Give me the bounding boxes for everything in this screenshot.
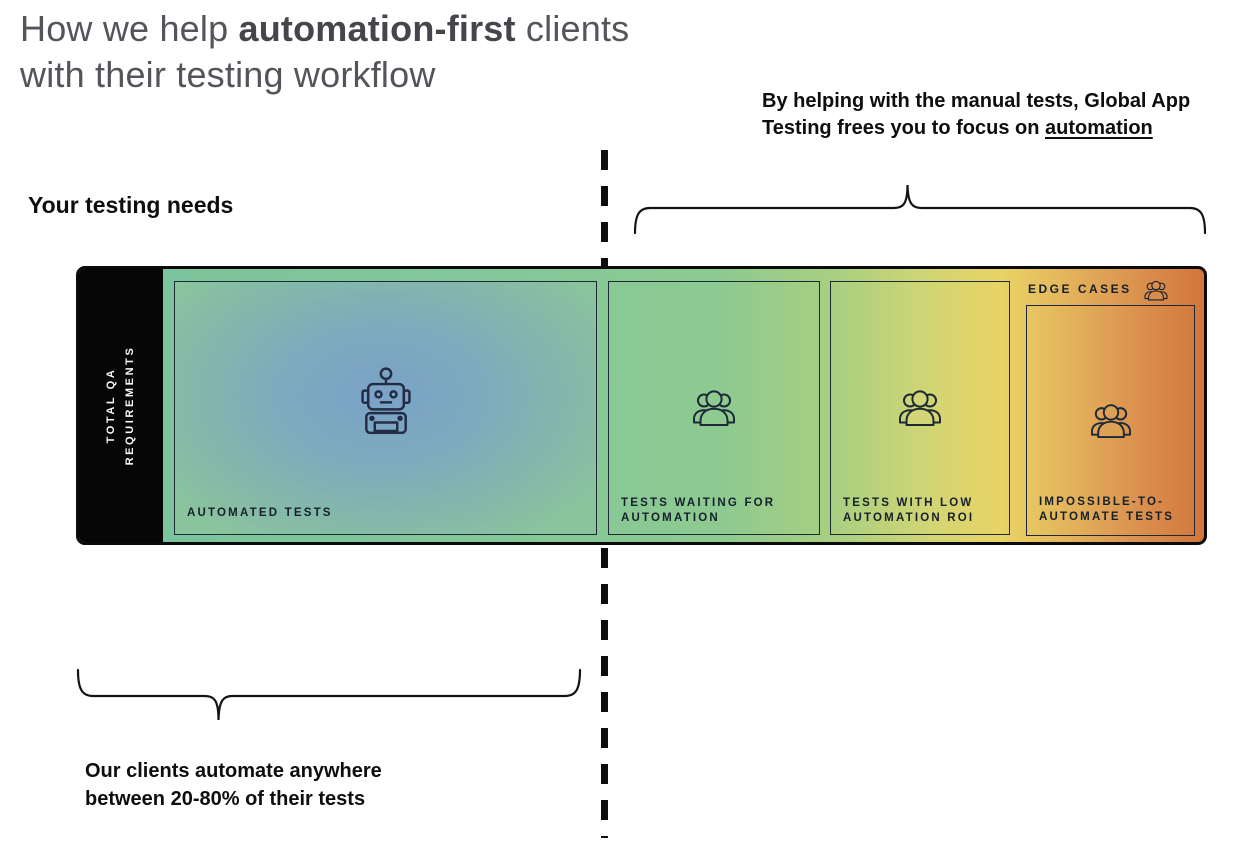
- people-icon: [691, 387, 737, 427]
- box-impossible-to-automate-tests: IMPOSSIBLE-TO- AUTOMATE TESTS: [1026, 305, 1195, 536]
- bottom-note: Our clients automate anywhere between 20…: [85, 760, 382, 810]
- title-prefix: How we help: [20, 8, 239, 49]
- box-label-tests-waiting: TESTS WAITING FOR AUTOMATION: [621, 496, 776, 525]
- title-highlight: automation-first: [238, 8, 516, 49]
- box-label-low-roi: TESTS WITH LOW AUTOMATION ROI: [843, 496, 975, 525]
- total-qa-strip: TOTAL QA REQUIREMENTS: [79, 269, 163, 542]
- dashed-divider-top: [601, 150, 608, 266]
- box-automated-tests: AUTOMATED TESTS: [174, 281, 597, 535]
- dashed-divider-bottom: [601, 548, 608, 838]
- brace-top: [633, 184, 1207, 235]
- section-label-your-testing-needs: Your testing needs: [28, 192, 234, 218]
- box-label-impossible: IMPOSSIBLE-TO- AUTOMATE TESTS: [1039, 495, 1175, 524]
- total-qa-label: TOTAL QA REQUIREMENTS: [105, 345, 136, 466]
- robot-icon: [356, 366, 416, 434]
- page-title: How we help automation-first clients wit…: [20, 6, 720, 98]
- people-icon: [1089, 401, 1133, 439]
- edge-cases-label: EDGE CASES: [1028, 282, 1132, 296]
- automation-underlined-text: automation: [1045, 117, 1153, 140]
- brace-bottom: [76, 668, 582, 721]
- top-right-note: By helping with the manual tests, Global…: [762, 88, 1242, 142]
- box-tests-with-low-automation-roi: TESTS WITH LOW AUTOMATION ROI: [830, 281, 1010, 535]
- people-icon: [897, 387, 943, 427]
- title-suffix: clients with their testing workflow: [20, 8, 630, 96]
- box-tests-waiting-for-automation: TESTS WAITING FOR AUTOMATION: [608, 281, 820, 535]
- edge-cases-people-icon: [1143, 279, 1169, 301]
- top-right-note-text: By helping with the manual tests, Global…: [762, 90, 1191, 140]
- box-label-automated-tests: AUTOMATED TESTS: [187, 507, 333, 520]
- qa-requirements-bar: TOTAL QA REQUIREMENTS AUTOMATED TESTS TE…: [76, 266, 1207, 545]
